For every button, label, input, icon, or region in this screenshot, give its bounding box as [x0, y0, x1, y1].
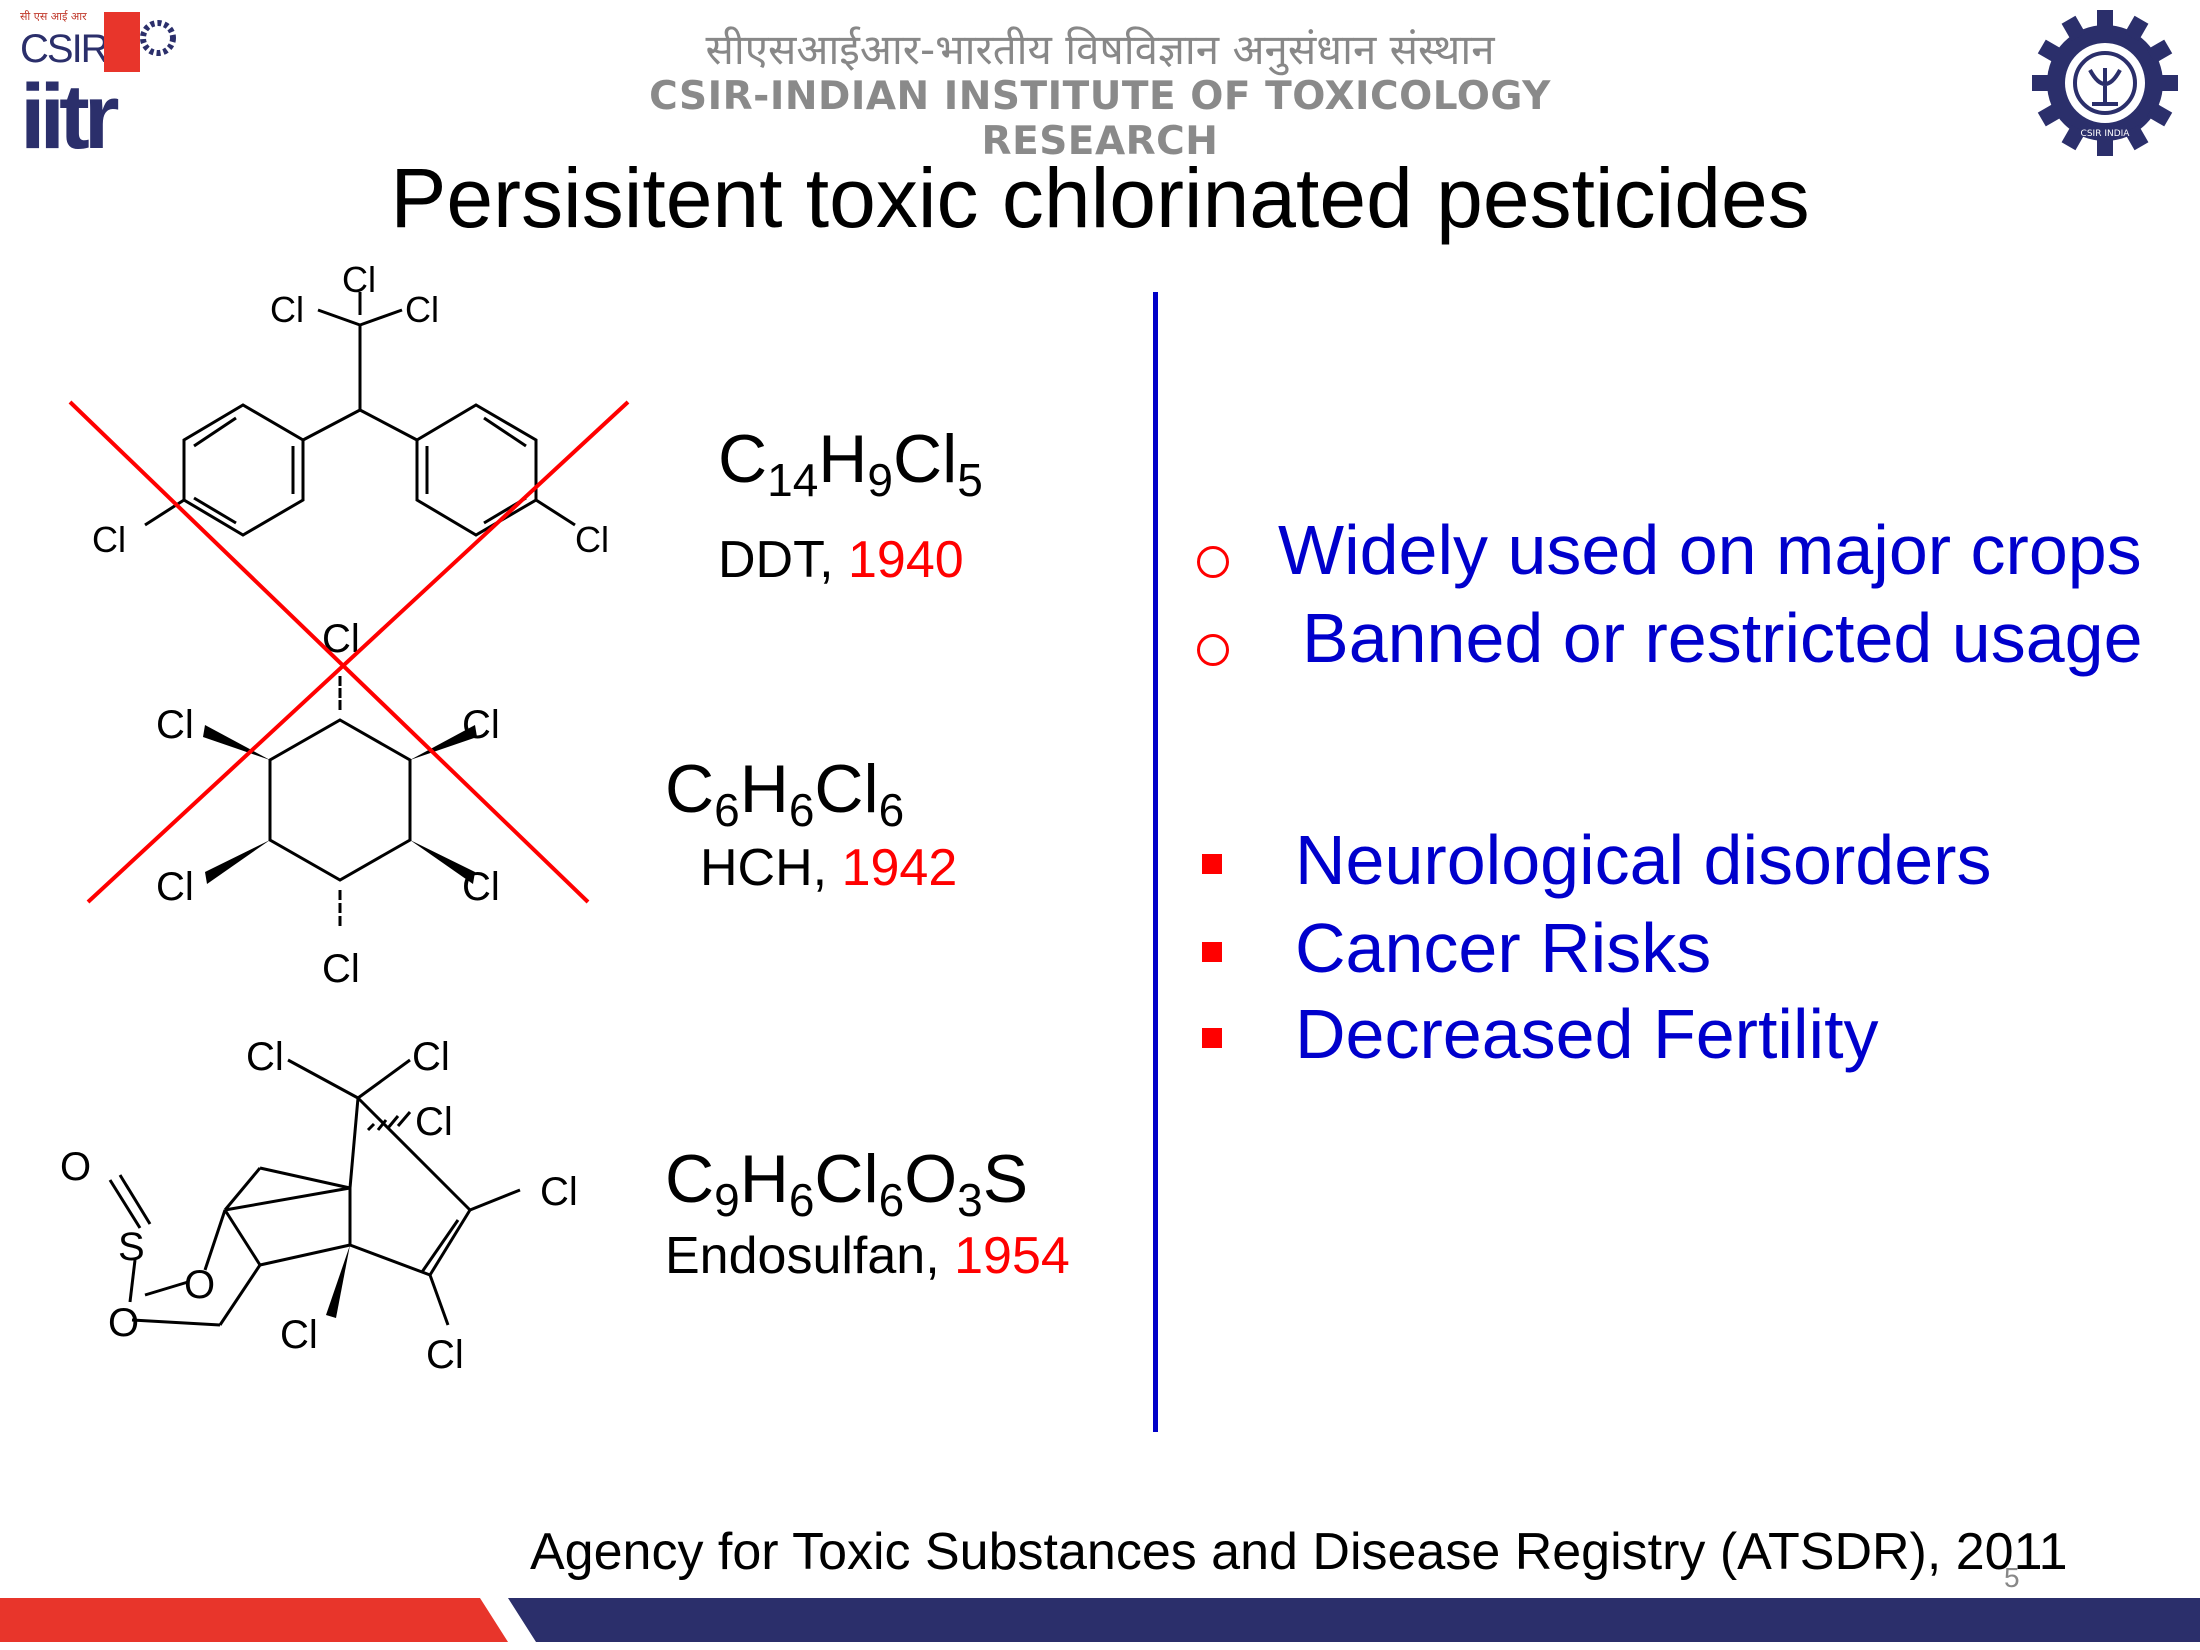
emblem-csir-india-text: CSIR INDIA: [2081, 129, 2131, 139]
hch-structure: Cl Cl Cl Cl Cl Cl: [156, 617, 500, 991]
logo-flask-shape: [104, 12, 140, 72]
ddt-cl-atom: Cl: [270, 289, 304, 330]
ddt-cl-atom: Cl: [342, 259, 376, 300]
csir-iitr-logo-icon: सी एस आई आर CSIR iitr: [20, 10, 176, 168]
hch-cl-atom: Cl: [156, 865, 194, 909]
endosulfan-year: 1954: [954, 1227, 1070, 1285]
circle-bullet-icon: [1197, 546, 1229, 578]
footer-bar: [0, 1598, 2200, 1642]
hch-cl-atom: Cl: [322, 947, 360, 991]
endosulfan-cl-atom: Cl: [540, 1170, 578, 1214]
csir-india-gear-emblem-icon: CSIR INDIA: [2005, 0, 2200, 183]
bullet-item: Neurological disorders: [1295, 820, 1991, 900]
citation: Agency for Toxic Substances and Disease …: [530, 1523, 2068, 1581]
endosulfan-o-atom: O: [60, 1145, 91, 1189]
endosulfan-cl-atom: Cl: [246, 1035, 284, 1079]
csir-iitr-logo: सी एस आई आर CSIR iitr: [18, 8, 178, 168]
institute-hindi-title: सीएसआईआर-भारतीय विषविज्ञान अनुसंधान संस्…: [705, 25, 1495, 74]
endosulfan-o-atom: O: [184, 1263, 215, 1307]
ddt-cl-atom: Cl: [405, 289, 439, 330]
bullet-text: Widely used on major crops: [1278, 511, 2142, 589]
logo-gear-icon: [140, 20, 176, 56]
hch-name: HCH, 1942: [700, 839, 958, 897]
endosulfan-o-atom: O: [108, 1301, 139, 1345]
ddt-structure: Cl Cl Cl Cl Cl: [92, 259, 609, 560]
hch-formula: C6H6Cl6: [665, 751, 905, 836]
endosulfan-cl-atom: Cl: [426, 1333, 464, 1377]
hch-cl-atom: Cl: [462, 703, 500, 747]
bullet-item: Decreased Fertility: [1295, 994, 1879, 1074]
ddt-cl-atom: Cl: [92, 519, 126, 560]
hch-cl-atom: Cl: [156, 703, 194, 747]
bullet-text: Neurological disorders: [1295, 821, 1992, 899]
ddt-year: 1940: [848, 531, 964, 589]
csir-india-emblem: CSIR INDIA: [2005, 0, 2200, 183]
hch-year: 1942: [841, 839, 958, 897]
endosulfan-cl-atom: Cl: [412, 1035, 450, 1079]
endosulfan-s-atom: S: [118, 1225, 145, 1269]
bullet-text: Banned or restricted usage: [1302, 599, 2143, 677]
logo-hindi-text: सी एस आई आर: [20, 10, 87, 23]
endosulfan-name: Endosulfan, 1954: [665, 1227, 1070, 1285]
bullet-item: Widely used on major crops: [1278, 510, 2142, 590]
ddt-formula: C14H9Cl5: [718, 421, 983, 506]
endosulfan-cl-atom: Cl: [280, 1313, 318, 1357]
ddt-cl-atom: Cl: [575, 519, 609, 560]
bullet-item: Cancer Risks: [1295, 908, 1711, 988]
ddt-name: DDT, 1940: [718, 531, 964, 589]
banned-cross-mark: [68, 400, 630, 904]
column-divider: [1153, 292, 1158, 1432]
bullet-item: Banned or restricted usage: [1302, 598, 2143, 678]
square-bullet-icon: [1202, 1028, 1222, 1048]
institute-english-title: CSIR-INDIAN INSTITUTE OF TOXICOLOGY RESE…: [649, 74, 1551, 164]
circle-bullet-icon: [1197, 634, 1229, 666]
logo-iitr-text: iitr: [20, 66, 119, 158]
endosulfan-structure: Cl Cl Cl Cl Cl Cl O S O O: [60, 1035, 578, 1377]
slide-title: Persisitent toxic chlorinated pesticides: [390, 151, 1810, 245]
square-bullet-icon: [1202, 854, 1222, 874]
endosulfan-formula: C9H6Cl6O3S: [665, 1141, 1029, 1226]
hch-cl-atom: Cl: [462, 865, 500, 909]
bullet-text: Cancer Risks: [1295, 909, 1712, 987]
logo-csir-text: CSIR: [20, 27, 109, 71]
endosulfan-cl-atom: Cl: [415, 1100, 453, 1144]
bullet-text: Decreased Fertility: [1295, 995, 1879, 1073]
square-bullet-icon: [1202, 942, 1222, 962]
page-number: 5: [2004, 1562, 2020, 1593]
